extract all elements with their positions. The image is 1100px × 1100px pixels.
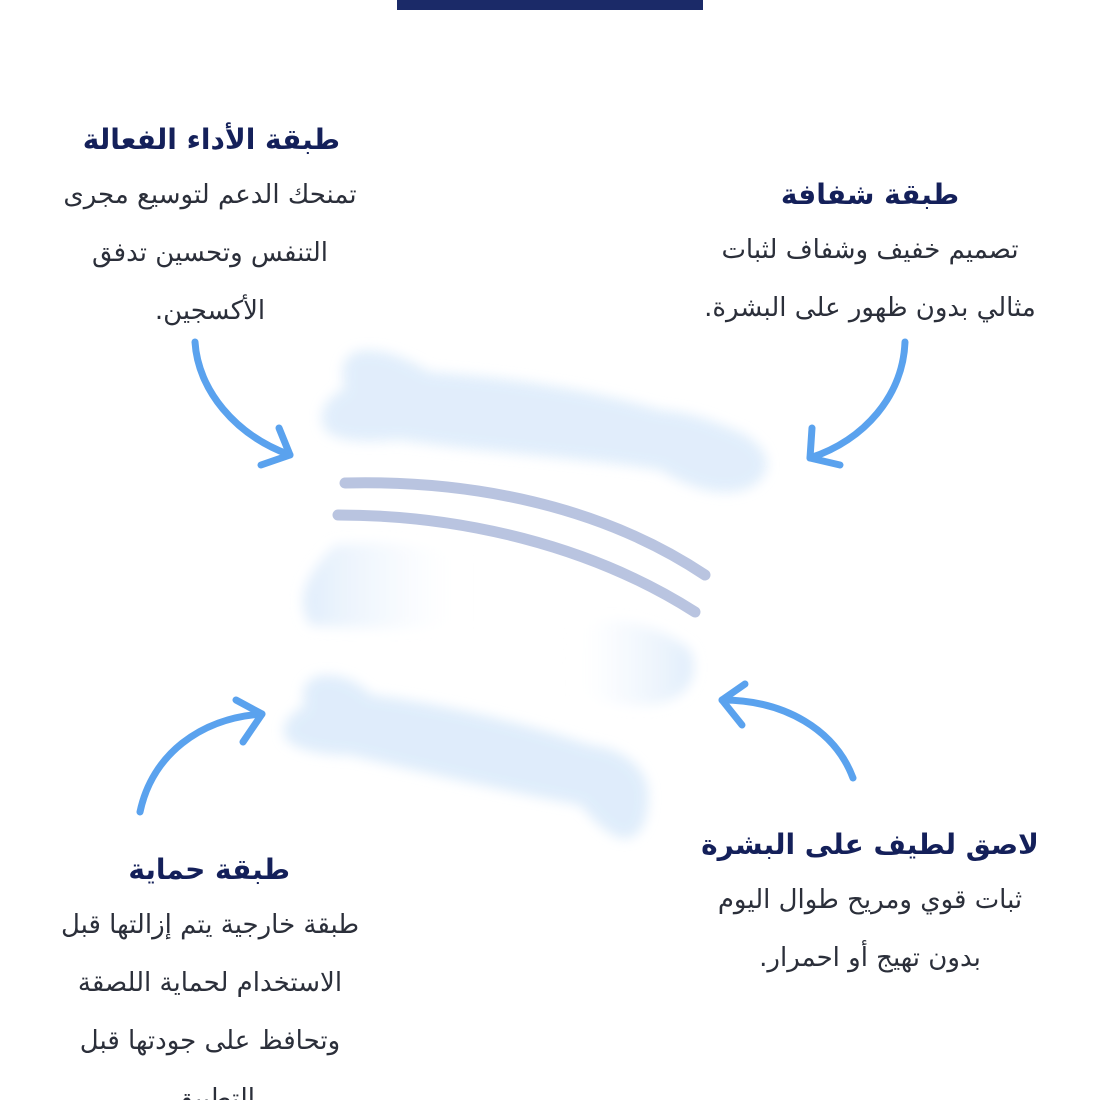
curved-arrow-icon: [806, 338, 909, 469]
transparent-layer-shape: [321, 350, 768, 493]
transparent-layer-callout: طبقة شفافة تصميم خفيف وشفاف لثبات مثالي …: [670, 175, 1070, 337]
callout-title: طبقة الأداء الفعالة: [82, 123, 340, 156]
curved-arrow-icon: [191, 338, 294, 469]
top-header-bar: [397, 0, 703, 10]
callout-description: تصميم خفيف وشفاف لثبات مثالي بدون ظهور ع…: [704, 235, 1036, 323]
curved-arrow-icon: [136, 696, 266, 816]
callout-description: طبقة خارجية يتم إزالتها قبل الاستخدام لح…: [60, 910, 360, 1100]
callout-title: لاصق لطيف على البشرة: [701, 828, 1039, 861]
callout-description: تمنحك الدعم لتوسيع مجرى التنفس وتحسين تد…: [63, 180, 357, 326]
callout-title: طبقة شفافة: [780, 178, 960, 211]
curved-arrow-icon: [718, 680, 857, 782]
performance-band-lower: [332, 509, 701, 618]
adhesive-layer-callout: لاصق لطيف على البشرة ثبات قوي ومريح طوال…: [660, 825, 1080, 987]
performance-band-upper: [339, 477, 711, 581]
performance-layer-callout: طبقة الأداء الفعالة تمنحك الدعم لتوسيع م…: [20, 120, 400, 340]
adhesive-layer-left-shape: [303, 543, 470, 629]
adhesive-layer-right-shape: [570, 621, 694, 706]
callout-description: ثبات قوي ومريح طوال اليوم بدون تهيج أو ا…: [717, 885, 1023, 973]
protective-layer-shape: [284, 675, 649, 839]
protective-layer-callout: طبقة حماية طبقة خارجية يتم إزالتها قبل ا…: [20, 850, 400, 1100]
callout-title: طبقة حماية: [128, 853, 290, 886]
